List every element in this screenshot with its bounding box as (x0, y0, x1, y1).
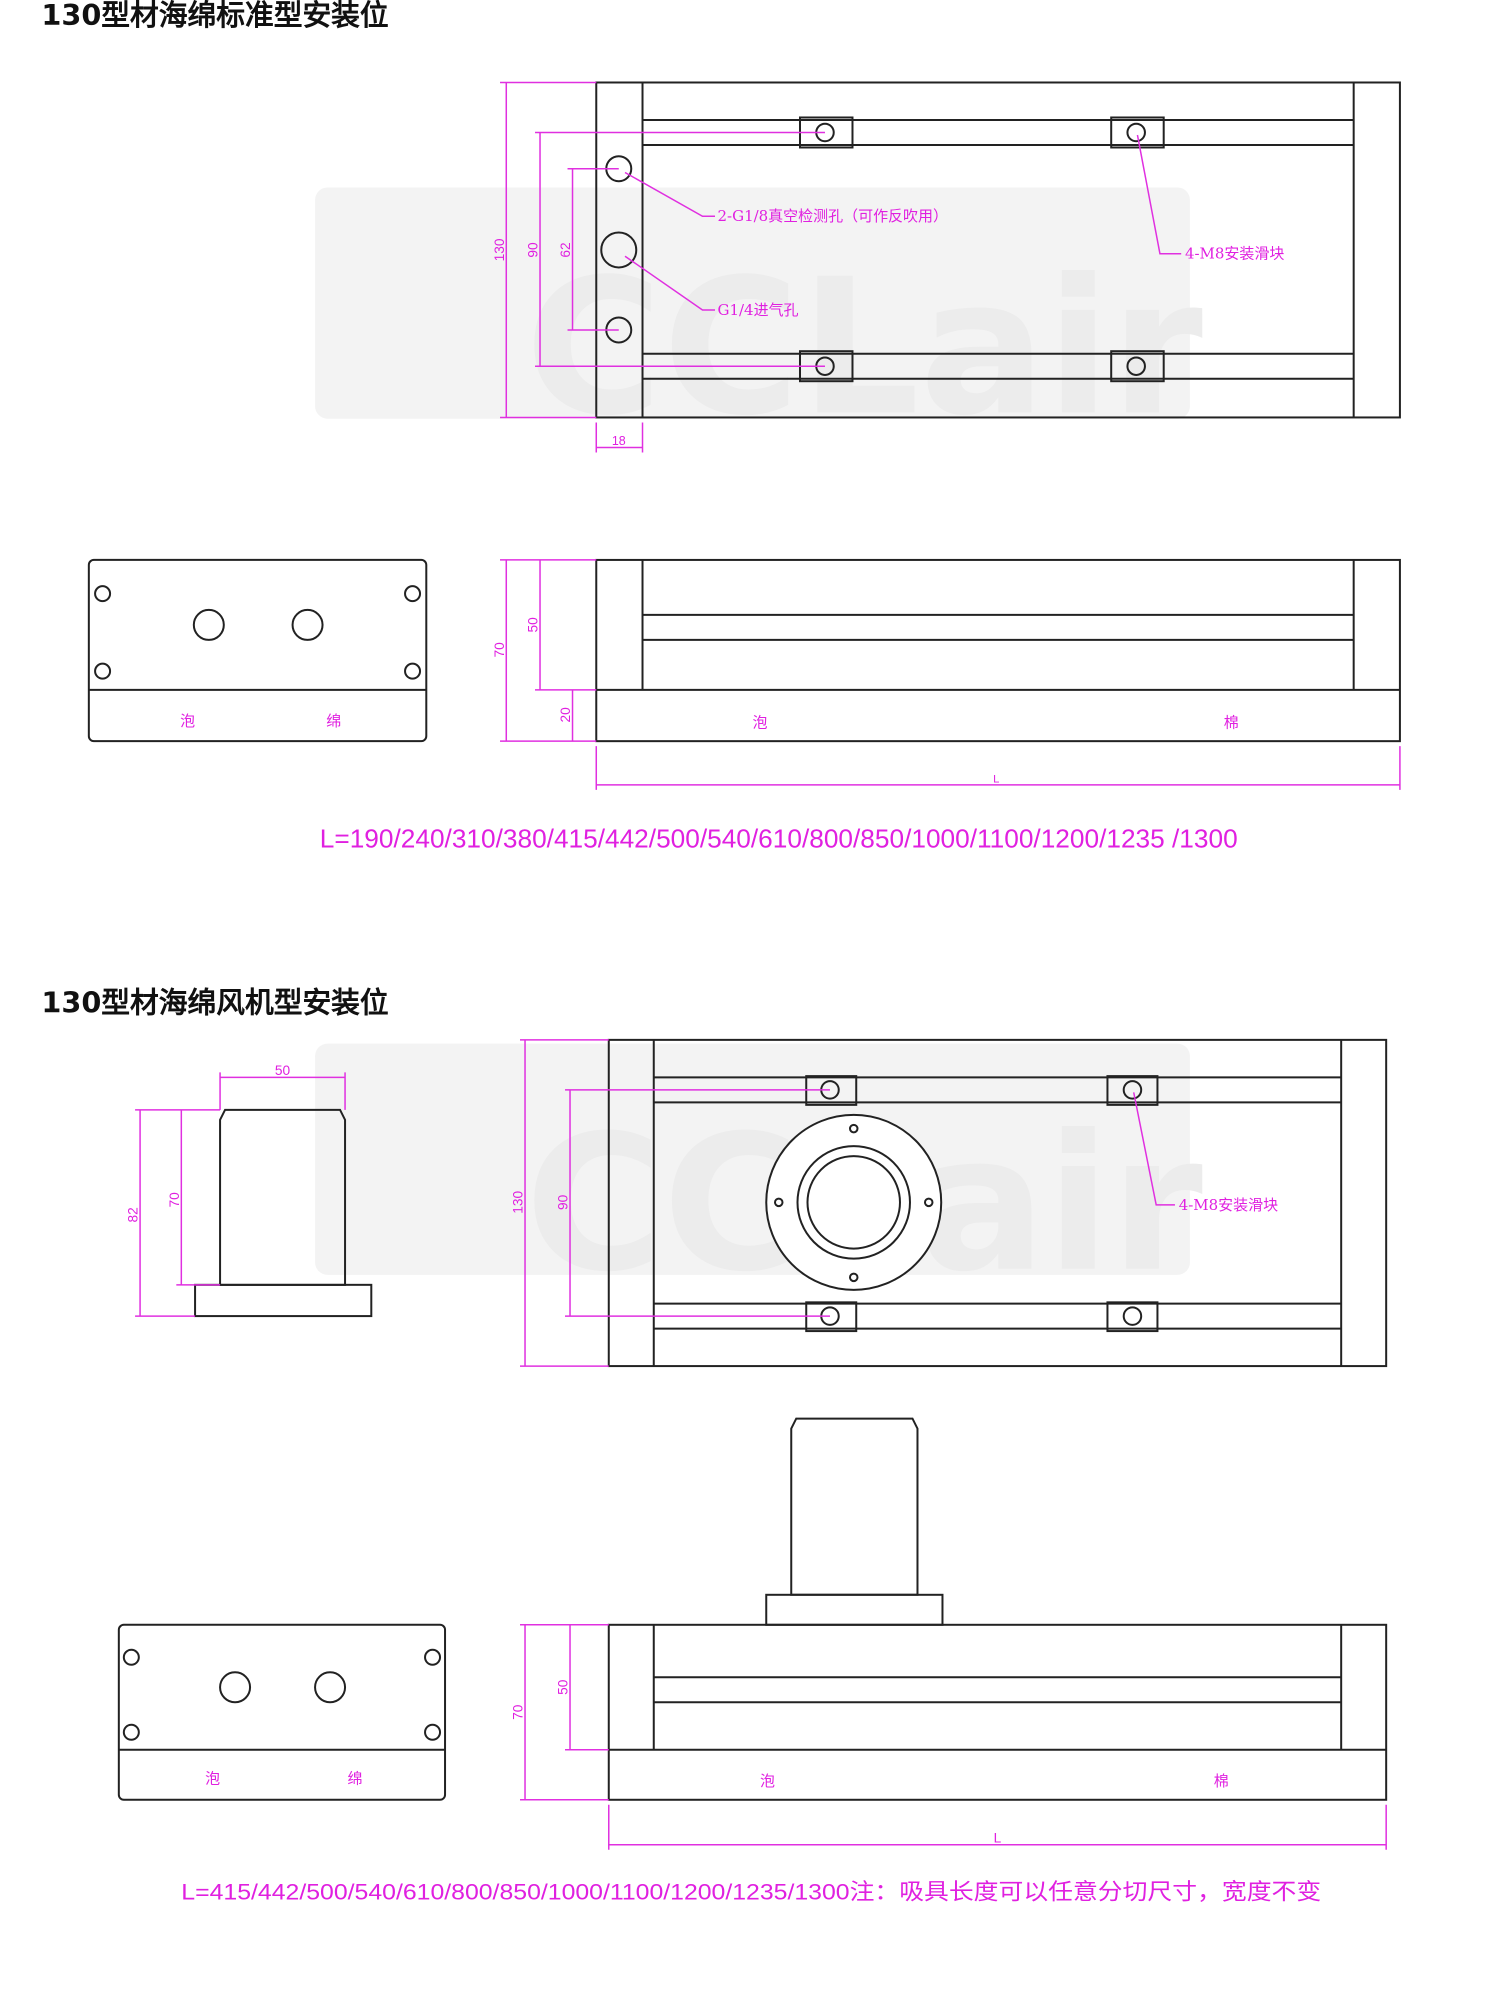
end-view-fan: 泡 绵 (117, 1623, 447, 1801)
svg-text:泡: 泡 (753, 713, 768, 731)
fan-side-view: 50 82 70 (126, 1063, 373, 1318)
svg-text:130: 130 (511, 1191, 526, 1214)
svg-text:50: 50 (275, 1063, 291, 1078)
watermark: CCLair CCLair (315, 187, 1203, 1314)
svg-text:18: 18 (612, 434, 626, 448)
slider-icon (1106, 1301, 1159, 1333)
top-view-fan: 130 90 4-M8安装滑块 (511, 1038, 1388, 1368)
svg-text:50: 50 (526, 617, 541, 633)
side-view-standard: 泡 棉 70 50 20 L (492, 558, 1401, 790)
svg-text:70: 70 (492, 642, 507, 658)
callout-slider: 4-M8安装滑块 (1179, 1196, 1278, 1214)
svg-text:泡: 泡 (180, 712, 195, 730)
svg-text:绵: 绵 (348, 1770, 363, 1788)
svg-text:绵: 绵 (326, 712, 341, 730)
length-options-fan: L=415/442/500/540/610/800/850/1000/1100/… (181, 1880, 1321, 1905)
end-view-standard: 泡 绵 (87, 558, 428, 743)
fan-flange-icon (765, 1113, 943, 1291)
callout-slider: 4-M8安装滑块 (1185, 245, 1284, 263)
inlet-port-icon (600, 231, 638, 269)
svg-text:62: 62 (558, 242, 573, 257)
length-options-standard: L=190/240/310/380/415/442/500/540/610/80… (320, 823, 1238, 853)
svg-text:棉: 棉 (1214, 1772, 1229, 1790)
slider-icon (1110, 116, 1165, 149)
fan-front-view (765, 1417, 944, 1626)
slider-icon (1106, 1075, 1159, 1106)
svg-text:棉: 棉 (1224, 713, 1239, 731)
svg-text:130: 130 (492, 238, 507, 261)
svg-text:泡: 泡 (205, 1770, 220, 1788)
svg-text:20: 20 (558, 707, 573, 723)
svg-text:泡: 泡 (760, 1772, 775, 1790)
svg-text:90: 90 (526, 242, 541, 258)
top-view-standard: 130 90 62 18 2-G1/8真空检测孔（可作反吹用） G1/4进气孔 … (492, 81, 1401, 453)
callout-vacuum: 2-G1/8真空检测孔（可作反吹用） (718, 207, 949, 225)
svg-text:70: 70 (511, 1704, 526, 1720)
svg-text:90: 90 (556, 1194, 571, 1210)
section1-title: 130型材海绵标准型安装位 (41, 0, 388, 32)
svg-text:82: 82 (126, 1207, 141, 1222)
callout-inlet: G1/4进气孔 (718, 301, 799, 319)
svg-text:70: 70 (167, 1192, 182, 1208)
side-view-fan: 泡 棉 70 50 L (511, 1623, 1388, 1850)
svg-text:L: L (994, 1830, 1002, 1845)
svg-text:CCLair: CCLair (525, 239, 1203, 457)
svg-text:50: 50 (556, 1679, 571, 1695)
section2-title: 130型材海绵风机型安装位 (41, 985, 388, 1019)
slider-icon (1110, 350, 1165, 383)
svg-text:L: L (993, 773, 999, 785)
